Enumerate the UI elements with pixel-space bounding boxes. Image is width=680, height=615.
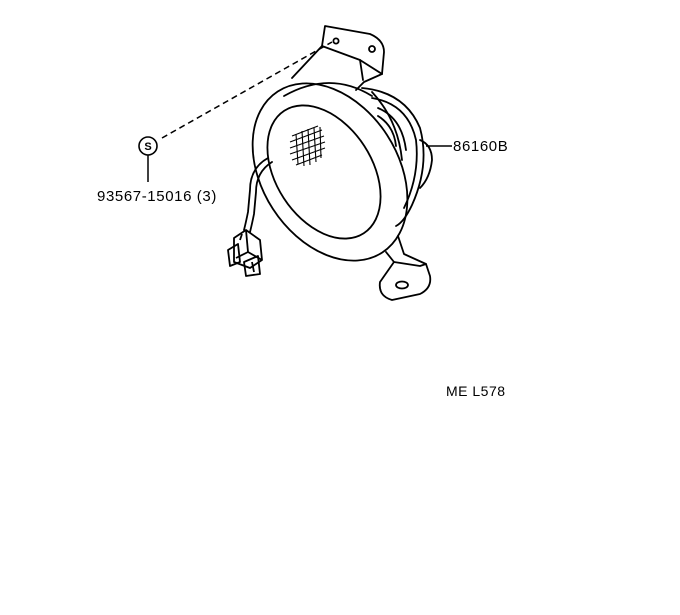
wire-connector [227,229,263,277]
rim-edge [371,91,403,161]
bracket-hole [332,37,340,45]
speaker-part-number: 86160B [453,138,508,155]
speaker-rim-outer [251,82,409,262]
rear-housing [361,87,433,227]
screw-part-number: 93567-15016 (3) [97,188,217,205]
screw-callout: S [138,136,158,156]
speaker-grille [289,125,326,167]
diagram-reference-code: ME L578 [446,383,506,399]
bracket-hole [368,45,376,53]
lower-mounting-bracket [378,235,432,301]
screw-callout-symbol: S [144,141,151,153]
bracket-hole [395,280,409,290]
speaker-rim-inner [266,104,382,240]
upper-mounting-bracket [291,25,385,91]
wire-harness [243,157,273,233]
screw-leader-dashed [161,41,333,139]
rim-edge [283,82,373,97]
